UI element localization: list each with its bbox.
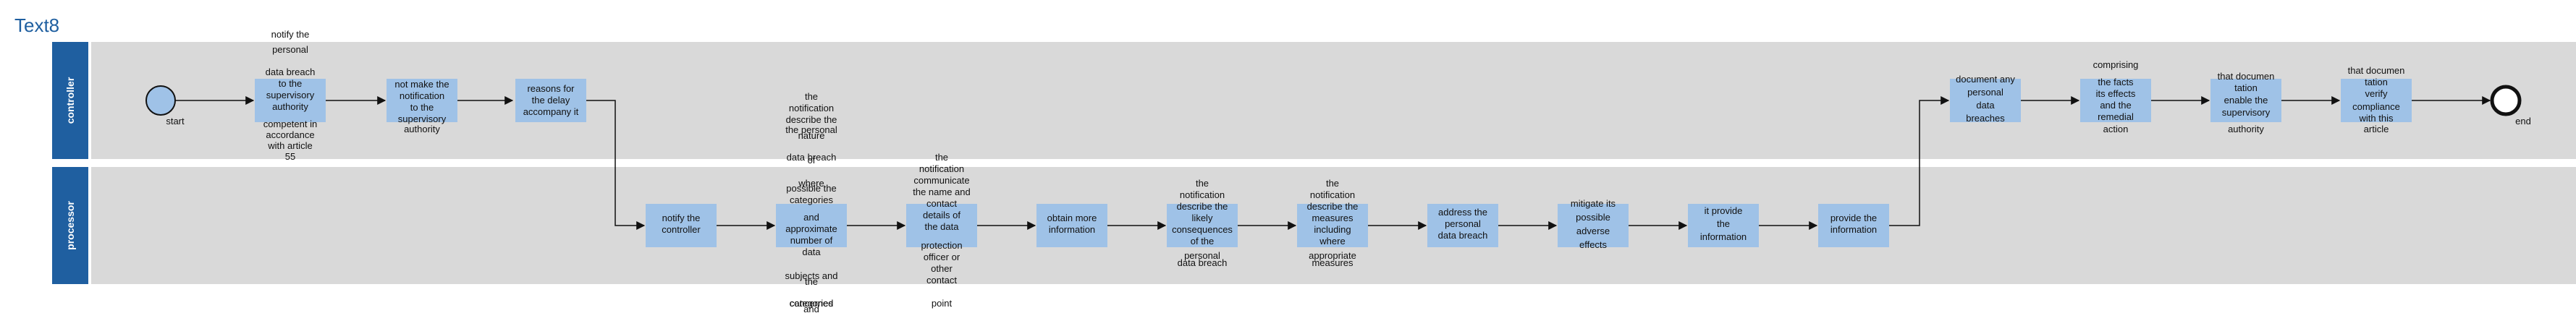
task-t8[interactable] — [1167, 204, 1238, 247]
lane-header-controller — [52, 42, 88, 159]
task-t17[interactable] — [2341, 79, 2412, 122]
annotation-t15-above: comprising — [2093, 59, 2139, 70]
annotation-t15-below: action — [2103, 124, 2129, 134]
flow-t3-t4 — [586, 100, 646, 230]
end-event-circle[interactable] — [2490, 85, 2522, 116]
end-event[interactable]: end — [2490, 85, 2531, 127]
task-t15[interactable] — [2080, 79, 2151, 122]
annotation-t17-below: article — [2364, 124, 2389, 134]
task-t3[interactable] — [515, 79, 586, 122]
task-t10[interactable] — [1427, 204, 1498, 247]
sequence-flows — [175, 96, 2491, 230]
lane-header-processor — [52, 167, 88, 284]
task-t11[interactable] — [1558, 204, 1629, 247]
start-event-label: start — [166, 116, 185, 127]
task-t7[interactable] — [1036, 204, 1107, 247]
diagram-title: Text8 — [14, 14, 59, 36]
task-t4[interactable] — [646, 204, 717, 247]
start-event-circle[interactable] — [145, 85, 176, 116]
annotation-t2-below: authority — [404, 124, 440, 134]
task-t12[interactable] — [1688, 204, 1759, 247]
task-t5[interactable] — [776, 204, 847, 247]
start-event[interactable]: start — [145, 85, 185, 127]
task-t14[interactable] — [1950, 79, 2021, 122]
task-t13[interactable] — [1818, 204, 1889, 247]
tasks — [255, 79, 2412, 247]
lane-label-processor: processor — [64, 201, 76, 250]
task-t9[interactable] — [1297, 204, 1368, 247]
task-t6[interactable] — [906, 204, 977, 247]
task-t1[interactable] — [255, 79, 326, 122]
lane-label-controller: controller — [64, 77, 76, 124]
task-t16[interactable] — [2210, 79, 2281, 122]
task-t2[interactable] — [387, 79, 457, 122]
flow-t13-t14 — [1889, 96, 1950, 226]
end-event-label: end — [2515, 116, 2531, 127]
annotation-t6-below: point — [932, 298, 953, 309]
annotation-t16-below: authority — [2228, 124, 2264, 134]
